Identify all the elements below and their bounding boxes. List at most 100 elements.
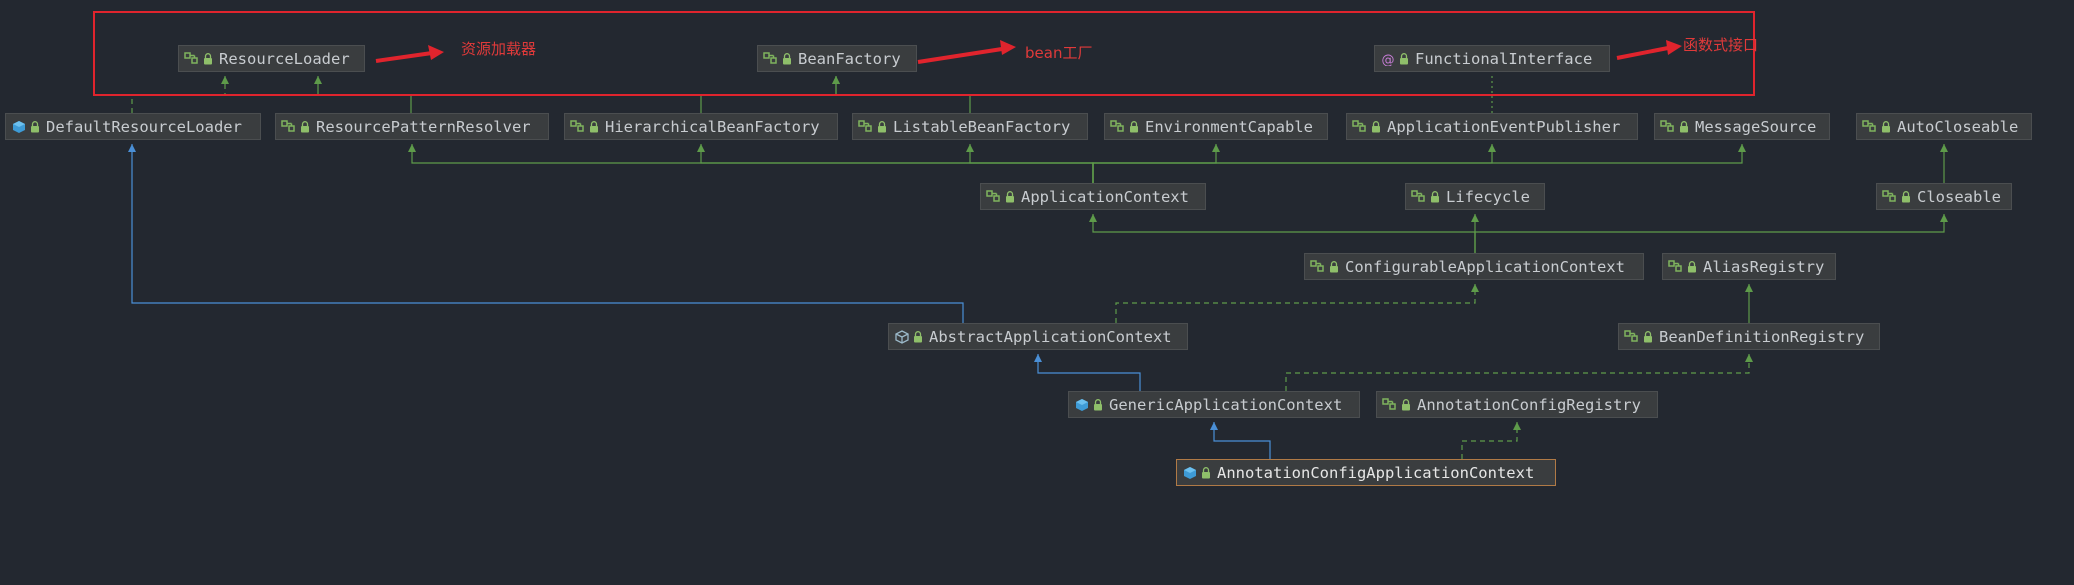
node-resource-loader[interactable]: ResourceLoader [178, 45, 365, 72]
public-access-lock-icon [1642, 330, 1653, 343]
interface-icon [281, 119, 296, 134]
interface-icon [1352, 119, 1367, 134]
interface-icon [1411, 189, 1426, 204]
node-label: Closeable [1917, 187, 2001, 206]
edge-arrowhead [1034, 354, 1042, 362]
node-label: ResourceLoader [219, 49, 350, 68]
edge-arrowhead [1940, 214, 1948, 222]
node-lifecycle[interactable]: Lifecycle [1405, 183, 1545, 210]
interface-icon [1110, 119, 1125, 134]
edge-arrowhead [697, 144, 705, 152]
edge-arrowhead [128, 144, 136, 152]
node-bean-definition-registry[interactable]: BeanDefinitionRegistry [1618, 323, 1880, 350]
node-label: ApplicationContext [1021, 187, 1189, 206]
interface-icon [1660, 119, 1675, 134]
public-access-lock-icon [912, 330, 923, 343]
interface-icon [1382, 397, 1397, 412]
node-label: Lifecycle [1446, 187, 1530, 206]
node-abstract-application-context[interactable]: AbstractApplicationContext [888, 323, 1188, 350]
node-label: FunctionalInterface [1415, 49, 1593, 68]
edge-arrowhead [1940, 144, 1948, 152]
public-access-lock-icon [781, 52, 792, 65]
node-generic-application-context[interactable]: GenericApplicationContext [1068, 391, 1360, 418]
node-resource-pattern-resolver[interactable]: ResourcePatternResolver [275, 113, 549, 140]
node-default-resource-loader[interactable]: DefaultResourceLoader [5, 113, 261, 140]
node-listable-bean-factory[interactable]: ListableBeanFactory [852, 113, 1088, 140]
public-access-lock-icon [1400, 398, 1411, 411]
node-label: ListableBeanFactory [893, 117, 1071, 136]
interface-icon [986, 189, 1001, 204]
edge-arrowhead [832, 76, 840, 84]
red-arrow-bean-factory [917, 40, 1016, 64]
node-bean-factory[interactable]: BeanFactory [757, 45, 917, 72]
interface-icon [1882, 189, 1897, 204]
interface-icon [1624, 329, 1639, 344]
node-label: AnnotationConfigRegistry [1417, 395, 1641, 414]
edge-arrowhead [1745, 354, 1753, 362]
node-label: AnnotationConfigApplicationContext [1217, 463, 1535, 482]
class-icon [1182, 465, 1197, 480]
node-label: HierarchicalBeanFactory [605, 117, 820, 136]
node-hierarchical-bean-factory[interactable]: HierarchicalBeanFactory [564, 113, 838, 140]
node-application-event-publisher[interactable]: ApplicationEventPublisher [1346, 113, 1638, 140]
edge-arrowhead [314, 76, 322, 84]
edge-AbstractApplicationContext-to-DefaultResourceLoader [131, 144, 964, 323]
node-environment-capable[interactable]: EnvironmentCapable [1104, 113, 1328, 140]
edge-arrowhead [1738, 144, 1746, 152]
public-access-lock-icon [1092, 398, 1103, 411]
public-access-lock-icon [1900, 190, 1911, 203]
edge-arrowhead [1471, 214, 1479, 222]
node-closeable[interactable]: Closeable [1876, 183, 2012, 210]
edge-arrowhead [1210, 422, 1218, 430]
note-resource-loader: 资源加载器 [461, 40, 537, 58]
public-access-lock-icon [1328, 260, 1339, 273]
class-icon [1074, 397, 1089, 412]
annotation-highlight-frame [93, 11, 1755, 96]
abstract-class-icon [894, 329, 909, 344]
node-application-context[interactable]: ApplicationContext [980, 183, 1206, 210]
interface-icon [1668, 259, 1683, 274]
public-access-lock-icon [1004, 190, 1015, 203]
node-label: BeanDefinitionRegistry [1659, 327, 1865, 346]
public-access-lock-icon [876, 120, 887, 133]
node-annotation-config-application-context[interactable]: AnnotationConfigApplicationContext [1176, 459, 1556, 486]
node-label: GenericApplicationContext [1109, 395, 1343, 414]
edge-arrowhead [1212, 144, 1220, 152]
node-label: ConfigurableApplicationContext [1345, 257, 1625, 276]
node-label: ApplicationEventPublisher [1387, 117, 1621, 136]
public-access-lock-icon [1429, 190, 1440, 203]
node-annotation-config-registry[interactable]: AnnotationConfigRegistry [1376, 391, 1658, 418]
interface-icon [858, 119, 873, 134]
node-alias-registry[interactable]: AliasRegistry [1662, 253, 1836, 280]
interface-icon [763, 51, 778, 66]
node-functional-interface[interactable]: @ FunctionalInterface [1374, 45, 1610, 72]
annotation-icon: @ [1380, 51, 1395, 66]
public-access-lock-icon [299, 120, 310, 133]
edge-GenericApplicationContext-to-AbstractApplicationContext [1037, 354, 1141, 391]
edge-arrowhead [408, 144, 416, 152]
public-access-lock-icon [1200, 466, 1211, 479]
public-access-lock-icon [1686, 260, 1697, 273]
red-arrow-functional-interface [1616, 40, 1682, 60]
node-label: DefaultResourceLoader [46, 117, 242, 136]
edge-arrowhead [1471, 284, 1479, 292]
interface-icon [570, 119, 585, 134]
node-auto-closeable[interactable]: AutoCloseable [1856, 113, 2032, 140]
edge-ConfigurableApplicationContext-to-Closeable [1474, 214, 1945, 253]
edge-AnnotationConfigApplicationContext-to-GenericApplicationContext [1213, 422, 1271, 459]
public-access-lock-icon [1128, 120, 1139, 133]
class-icon [11, 119, 26, 134]
public-access-lock-icon [1880, 120, 1891, 133]
node-label: MessageSource [1695, 117, 1817, 136]
public-access-lock-icon [202, 52, 213, 65]
node-label: ResourcePatternResolver [316, 117, 531, 136]
edge-arrowhead [1488, 144, 1496, 152]
note-functional-interface: 函数式接口 [1683, 36, 1759, 54]
note-bean-factory: bean工厂 [1025, 44, 1093, 62]
node-message-source[interactable]: MessageSource [1654, 113, 1830, 140]
public-access-lock-icon [1370, 120, 1381, 133]
edge-arrowhead [221, 76, 229, 84]
node-configurable-application-context[interactable]: ConfigurableApplicationContext [1304, 253, 1644, 280]
edge-arrowhead [1745, 284, 1753, 292]
